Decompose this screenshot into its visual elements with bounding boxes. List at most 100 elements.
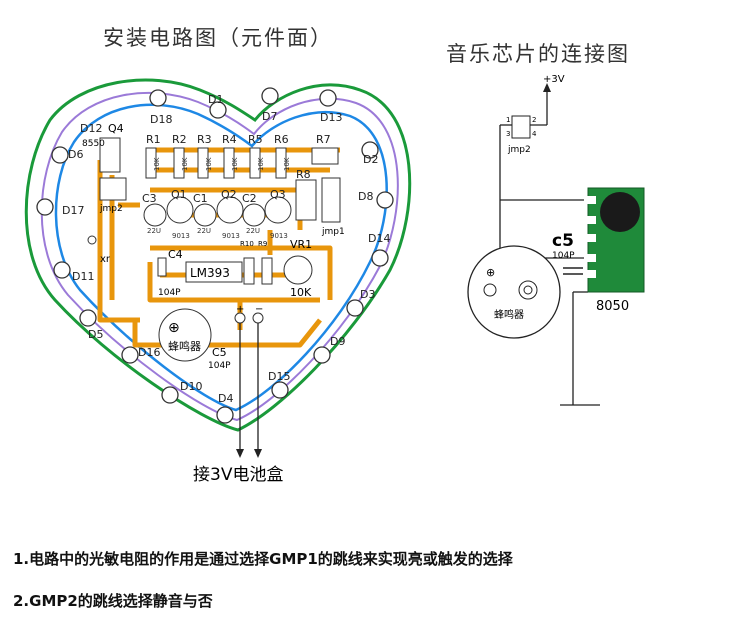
label-d13: D13 (320, 111, 342, 124)
pin3-label: 3 (506, 130, 510, 138)
label-d3: D3 (360, 288, 375, 301)
value-c5: 104P (208, 361, 231, 371)
capacitor-c3 (143, 203, 167, 227)
label-q1: Q1 (171, 188, 187, 201)
label-buzzer-board: 蜂鸣器 (168, 339, 201, 353)
transistor-parts: 9013 9013 9013 (172, 232, 288, 240)
led-d18 (149, 89, 167, 107)
led-d4 (216, 406, 234, 424)
c5-chip-value: 104P (552, 251, 575, 261)
chip-epoxy-blob (600, 192, 640, 232)
transistor-q1 (166, 196, 194, 224)
vcc-arrow (543, 83, 551, 92)
transistor-q2 (216, 196, 244, 224)
heart-outline-blue (54, 103, 388, 412)
chip-pad (584, 270, 596, 278)
capacitor-c2 (242, 203, 266, 227)
label-r6: R6 (274, 133, 289, 146)
value-c3: 22U (147, 227, 161, 235)
plus-sign: + (236, 304, 244, 315)
led-d10 (161, 386, 179, 404)
minus-sign: − (255, 304, 263, 315)
label-q3: Q3 (270, 188, 286, 201)
label-c4: C4 (168, 248, 183, 261)
led-d16 (121, 346, 139, 364)
capacitor-labels: C3 C1 C2 (142, 192, 257, 205)
resistor-r7 (311, 147, 339, 165)
capacitor-c4 (157, 257, 167, 277)
label-r5: R5 (248, 133, 263, 146)
label-d4: D4 (218, 392, 233, 405)
heart-pcb: D18 D1 D7 D13 D12 D6 D2 D17 D8 D14 D11 D… (24, 78, 412, 485)
label-q4: Q4 (108, 122, 124, 135)
value-r4: 10K (231, 157, 239, 171)
speaker-terminal-plus (483, 283, 497, 297)
note-2: 2.GMP2的跳线选择静音与否 (13, 592, 213, 610)
value-c4: 104P (158, 288, 181, 298)
label-xr: xr (100, 254, 111, 265)
value-r6: 10K (283, 157, 291, 171)
resistor-r4 (223, 147, 235, 179)
jmp2-header (99, 177, 127, 201)
chip-pad (584, 216, 596, 224)
led-group (36, 87, 394, 424)
mounting-hole (87, 235, 97, 245)
led-d6 (51, 146, 69, 164)
resistor-r2 (173, 147, 185, 179)
label-c2: C2 (242, 192, 257, 205)
label-jmp2-board: jmp2 (99, 204, 123, 214)
right-title: 音乐芯片的连接图 (446, 42, 630, 66)
chip-pad (584, 234, 596, 242)
label-d6: D6 (68, 148, 83, 161)
speaker-plus-sign: ⊕ (486, 266, 495, 279)
speaker-label: 蜂鸣器 (494, 308, 524, 321)
resistor-r6 (275, 147, 287, 179)
label-d10: D10 (180, 380, 202, 393)
label-r10: R10 (240, 240, 254, 248)
arrow-head-plus (236, 449, 244, 458)
led-d13 (319, 89, 337, 107)
transistor-q3 (264, 196, 292, 224)
c5-chip-label: c5 (552, 231, 574, 251)
resistor-r5 (249, 147, 261, 179)
heart-outline-green (24, 78, 412, 432)
led-d14 (371, 249, 389, 267)
label-d17: D17 (62, 204, 84, 217)
label-r9: R9 (258, 240, 267, 248)
resistor-group (145, 147, 339, 221)
led-d5 (79, 309, 97, 327)
label-c3: C3 (142, 192, 157, 205)
speaker-body (467, 245, 561, 339)
label-d5: D5 (88, 328, 103, 341)
label-d1: D1 (208, 93, 223, 106)
arrow-head-minus (254, 449, 262, 458)
led-d1 (209, 101, 227, 119)
label-d16: D16 (138, 346, 160, 359)
label-c1: C1 (193, 192, 208, 205)
resistor-labels: R1 R2 R3 R4 R5 R6 R7 R8 (146, 133, 331, 181)
battery-box-label: 接3V电池盒 (193, 465, 283, 485)
resistor-r9 (261, 257, 273, 285)
led-d15 (271, 381, 289, 399)
label-d14: D14 (368, 232, 390, 245)
led-labels: D18 D1 D7 D13 D12 D6 D2 D17 D8 D14 D11 D… (62, 93, 390, 405)
value-c1: 22U (197, 227, 211, 235)
resistor-r3 (197, 147, 209, 179)
led-d17 (36, 198, 54, 216)
label-d2: D2 (363, 153, 378, 166)
buzzer-plus-symbol: ⊕ (168, 320, 180, 336)
capacitor-group (143, 203, 266, 227)
q4-body (99, 137, 121, 173)
trimmer-vr1 (283, 255, 313, 285)
led-d8 (376, 191, 394, 209)
jmp1-header (321, 177, 341, 223)
value-r5: 10K (257, 157, 265, 171)
label-d8: D8 (358, 190, 373, 203)
capacitor-c1 (193, 203, 217, 227)
label-8550: 8550 (82, 139, 105, 149)
label-d12: D12 (80, 122, 102, 135)
value-r1: 10K (153, 157, 161, 171)
resistor-values: 10K 10K 10K 10K 10K 10K (153, 157, 291, 171)
label-r7: R7 (316, 133, 331, 146)
label-d18: D18 (150, 113, 172, 126)
